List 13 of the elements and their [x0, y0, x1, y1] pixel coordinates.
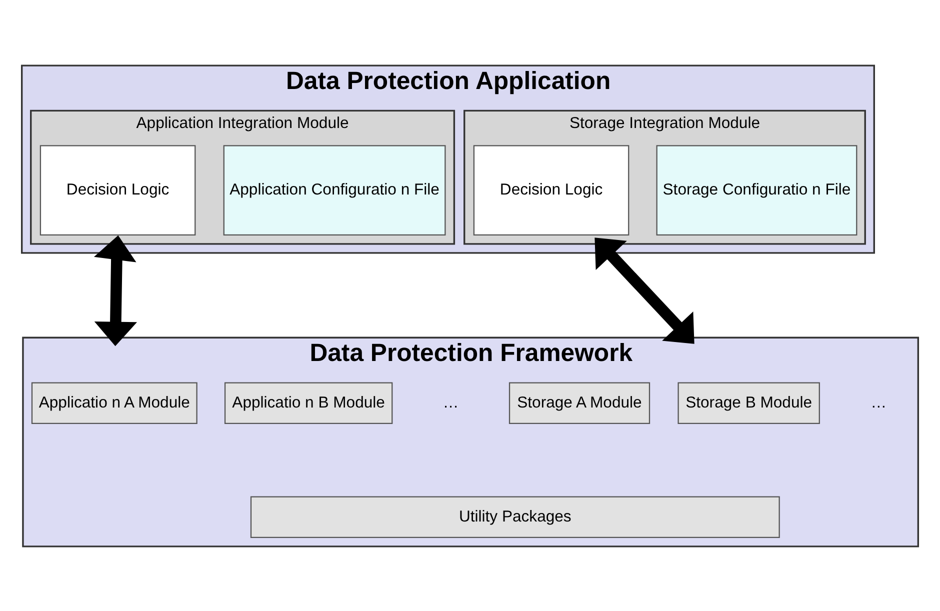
node-box: Storage B Module [678, 382, 820, 424]
label: … [442, 394, 459, 411]
node-box: Storage Configuratio n File [656, 144, 858, 235]
label: … [870, 394, 887, 411]
node-box: Applicatio n A Module [31, 382, 198, 424]
node-box: Application Configuratio n File [223, 144, 446, 235]
arrow [94, 234, 138, 346]
arrow [594, 237, 694, 344]
node-box: Utility Packages [250, 496, 780, 538]
node-box: Decision Logic [40, 144, 196, 235]
node-box: Decision Logic [473, 144, 630, 235]
node-box: Storage A Module [508, 382, 650, 424]
node-box: Applicatio n B Module [224, 382, 393, 424]
